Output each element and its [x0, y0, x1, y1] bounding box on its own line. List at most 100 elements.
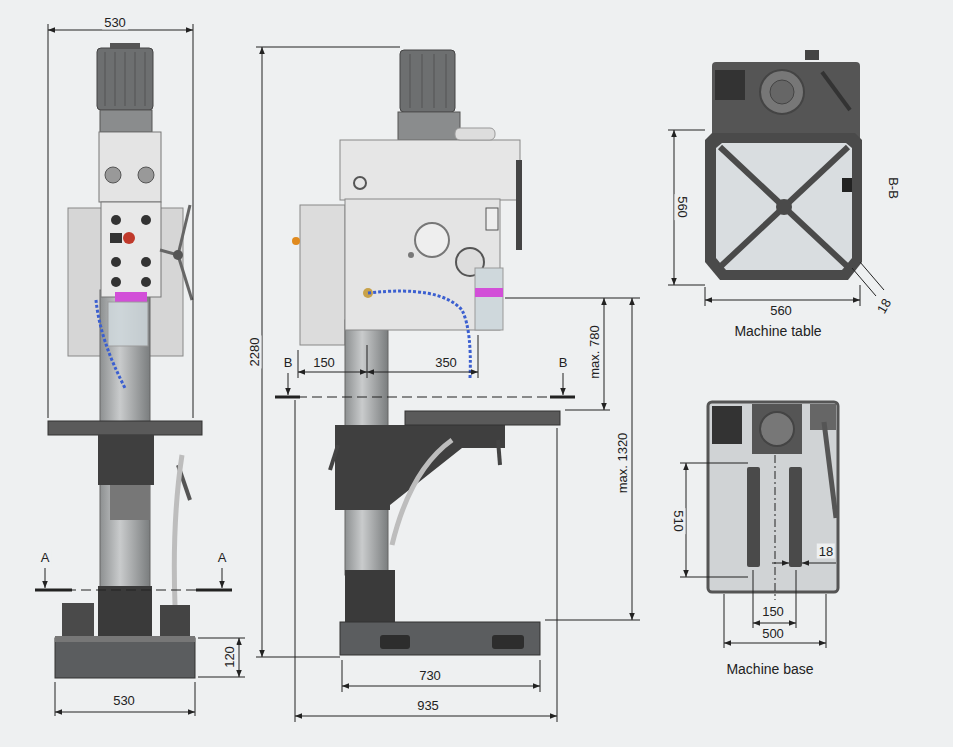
- drawing-part: [110, 233, 122, 243]
- drawing-part: [282, 397, 570, 398]
- drawing-part: [100, 110, 152, 132]
- drawing-part: [822, 72, 850, 110]
- dimension-label: 150: [760, 604, 786, 619]
- drawing-part: [796, 570, 797, 628]
- drawing-part: [772, 563, 789, 564]
- drawing-part: [422, 54, 423, 108]
- drawing-part: [330, 445, 338, 470]
- drawing-part: [604, 298, 605, 410]
- drawing-part: [256, 657, 340, 658]
- dimension-label: 120: [222, 644, 237, 670]
- drawing-part: [565, 410, 610, 411]
- drawing-part: [367, 345, 368, 378]
- view-caption: Machine base: [724, 662, 815, 677]
- section-letter: A: [39, 550, 52, 565]
- drawing-part: [298, 372, 367, 373]
- drawing-part: [111, 257, 121, 267]
- drawing-part: [115, 52, 116, 106]
- drawing-part: [760, 412, 794, 446]
- drawing-part: [705, 287, 706, 306]
- drawing-part: [48, 30, 193, 31]
- dimension-label: 730: [417, 668, 443, 683]
- side-view: [292, 50, 560, 655]
- drawing-part: [35, 589, 72, 592]
- drawing-part: [295, 716, 557, 717]
- drawing-part: [498, 440, 500, 465]
- drawing-part: [345, 570, 395, 622]
- view-caption: Machine table: [732, 324, 823, 339]
- front-dimensions: [35, 24, 245, 716]
- drawing-part: [724, 594, 725, 648]
- drawing-part: [492, 635, 524, 649]
- drawing-part: [141, 277, 151, 287]
- drawing-part: [475, 268, 503, 330]
- drawing-part: [540, 660, 541, 692]
- table-dimensions: [668, 130, 884, 306]
- drawing-part: [753, 623, 796, 624]
- drawing-part: [770, 80, 794, 104]
- drawing-part: [826, 594, 827, 648]
- drawing-part: [789, 467, 802, 567]
- drawing-part: [380, 635, 410, 649]
- drawing-part: [195, 682, 196, 716]
- drawing-part: [715, 70, 745, 100]
- drawing-part: [198, 638, 245, 639]
- drawing-part: [222, 568, 223, 588]
- base-dimensions: [680, 455, 836, 648]
- drawing-part: [342, 660, 343, 692]
- drawing-part: [712, 62, 860, 142]
- drawing-part: [300, 205, 345, 345]
- section-letter: B: [282, 355, 295, 370]
- drawing-part: [368, 291, 470, 378]
- drawing-part: [410, 54, 411, 108]
- drawing-part: [724, 643, 826, 644]
- drawing-part: [115, 292, 147, 302]
- drawing-part: [475, 288, 503, 297]
- dimension-label: 510: [671, 508, 686, 534]
- drawing-part: [775, 455, 776, 600]
- drawing-part: [111, 215, 121, 225]
- drawing-part: [860, 262, 884, 290]
- drawing-part: [99, 132, 161, 202]
- drawing-part: [486, 208, 498, 230]
- drawing-part: [557, 428, 558, 722]
- drawing-part: [342, 686, 540, 687]
- dimension-label: 150: [311, 355, 337, 370]
- drawing-part: [160, 605, 190, 638]
- drawing-part: [55, 638, 195, 678]
- drawing-part: [239, 638, 240, 677]
- drawing-part: [705, 133, 862, 280]
- drawing-part: [292, 237, 300, 245]
- dimension-label: 18: [817, 544, 835, 559]
- drawing-part: [760, 70, 804, 114]
- drawing-part: [105, 52, 106, 106]
- drawing-part: [298, 350, 299, 378]
- drawing-part: [335, 425, 505, 510]
- drawing-part: [97, 48, 153, 110]
- drawing-part: [860, 285, 861, 306]
- drawing-part: [178, 255, 192, 300]
- drawing-part: [96, 300, 125, 388]
- dimension-label: 560: [768, 303, 794, 318]
- drawing-part: [135, 52, 136, 106]
- drawing-part: [852, 268, 876, 296]
- drawing-part: [98, 435, 154, 485]
- drawing-part: [256, 47, 400, 48]
- drawing-part: [45, 568, 46, 588]
- drawing-part: [288, 373, 289, 395]
- dimension-label: 18: [873, 294, 895, 317]
- dimension-label: 560: [675, 194, 690, 220]
- drawing-part: [55, 682, 56, 716]
- dimension-label: 530: [102, 15, 128, 30]
- drawing-part: [48, 421, 202, 435]
- table-view: [705, 50, 862, 280]
- drawing-part: [111, 277, 121, 287]
- drawing-part: [405, 411, 560, 425]
- drawing-part: [108, 302, 148, 346]
- drawing-part: [340, 622, 540, 655]
- drawing-part: [55, 636, 195, 642]
- drawing-part: [545, 620, 640, 621]
- drawing-part: [173, 250, 183, 260]
